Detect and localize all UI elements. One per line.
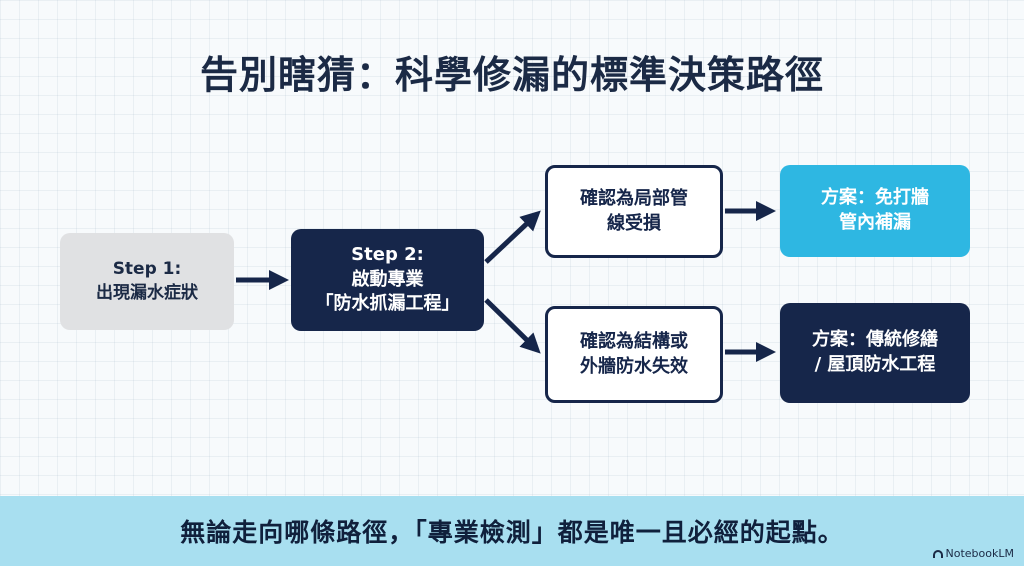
solution-top-line1: 方案：免打牆 [821,187,929,209]
branch-top-line2: 線受損 [607,212,661,234]
solution-bottom-line1: 方案：傳統修繕 [812,329,938,351]
branch-top-line1: 確認為局部管 [580,187,688,209]
solution-top-box: 方案：免打牆 管內補漏 [780,165,970,257]
solution-bottom-line2: / 屋頂防水工程 [814,354,936,375]
step2-service: 「防水抓漏工程」 [315,293,460,315]
step1-label: Step 1: [112,259,182,280]
branch-bottom-line1: 確認為結構或 [580,330,688,352]
summary-banner: 無論走向哪條路徑，「專業檢測」都是唯一且必經的起點。 [0,496,1024,566]
branch-top-box: 確認為局部管 線受損 [545,165,723,258]
step2-label: Step 2: [351,243,424,265]
brand-watermark: NotebookLM [932,547,1014,560]
branch-bottom-line2: 外牆防水失效 [580,355,688,377]
brand-name: NotebookLM [945,547,1014,560]
notebooklm-logo-icon [932,549,943,558]
step1-box: Step 1: 出現漏水症狀 [60,233,234,330]
solution-bottom-box: 方案：傳統修繕 / 屋頂防水工程 [780,303,970,403]
summary-text: 無論走向哪條路徑，「專業檢測」都是唯一且必經的起點。 [180,518,844,547]
step2-description: 啟動專業 [351,268,424,290]
branch-bottom-box: 確認為結構或 外牆防水失效 [545,306,723,403]
arrow-step2-to-branch-bottom [484,298,541,354]
step2-box: Step 2: 啟動專業 「防水抓漏工程」 [291,229,484,331]
arrow-step2-to-branch-top [484,210,541,264]
page-title: 告別瞎猜：科學修漏的標準決策路徑 [199,53,824,97]
step1-description: 出現漏水症狀 [96,282,198,303]
solution-top-line2: 管內補漏 [839,212,911,233]
